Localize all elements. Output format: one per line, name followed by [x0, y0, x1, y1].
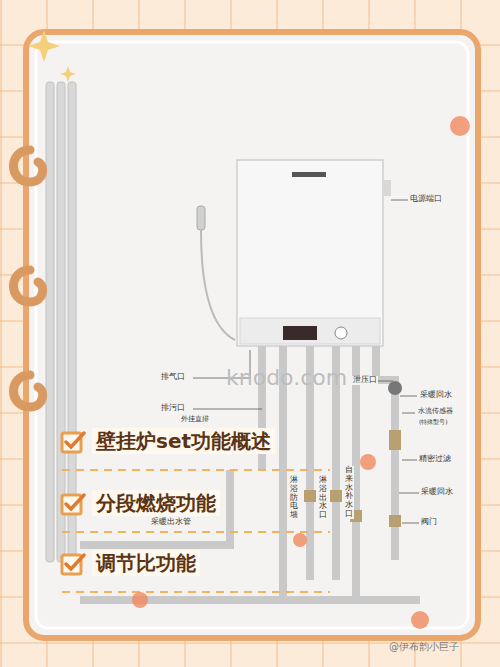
star [60, 66, 76, 82]
checkbox-icon [60, 552, 86, 576]
pipe-label: 淋浴防电墙 [289, 476, 299, 520]
part-label: 精密过滤 [418, 455, 452, 464]
boiler [237, 160, 383, 346]
valve [304, 430, 401, 527]
checklist-text: 调节比功能 [92, 550, 200, 576]
watermark: knodo.com [225, 366, 348, 390]
port-label: 采暖回水 [420, 488, 454, 497]
checklist-text: 分段燃烧功能 [92, 490, 220, 516]
binder-ring [14, 150, 43, 407]
frame [26, 32, 478, 638]
star [28, 30, 60, 62]
power-port [383, 180, 391, 196]
checklist-item: 调节比功能 [58, 548, 206, 579]
radiator [46, 82, 76, 562]
shower-head [197, 206, 205, 230]
checkbox-icon [60, 492, 86, 516]
flow-sensor [388, 381, 402, 395]
port-label: 排污口 [160, 404, 186, 413]
sensor-label: 水流传感器 [417, 408, 454, 416]
pressure-gauge [335, 327, 347, 339]
control-panel [240, 318, 380, 344]
port-label: 排气口 [160, 373, 186, 382]
note-label: (特殊型号) [418, 419, 449, 426]
author-credit: @伊布韵小巨子 [388, 641, 460, 652]
port-label: 采暖回水 [419, 391, 453, 400]
leader-line [193, 200, 419, 523]
pipe-label: 淋浴出水口 [318, 476, 328, 520]
checklist-item: 分段燃烧功能 [58, 488, 226, 519]
shower-hose [201, 230, 235, 340]
display [283, 326, 317, 340]
pipe-label: 外挂直排 [180, 416, 210, 424]
brand-logo [292, 172, 326, 177]
port-label: 电源端口 [409, 195, 443, 204]
checklist-item: 壁挂炉set功能概述 [58, 426, 281, 457]
dashed-underline [62, 470, 330, 592]
checklist-text: 壁挂炉set功能概述 [92, 428, 275, 454]
part-label: 阀门 [420, 518, 438, 527]
port-label: 泄压口 [352, 376, 378, 385]
pipe-label: 采暖出水管 [150, 518, 192, 527]
pipe [80, 346, 420, 600]
checkbox-icon [60, 430, 86, 454]
pipe-label: 自来水补水口 [344, 466, 354, 519]
inner-frame [36, 42, 468, 628]
